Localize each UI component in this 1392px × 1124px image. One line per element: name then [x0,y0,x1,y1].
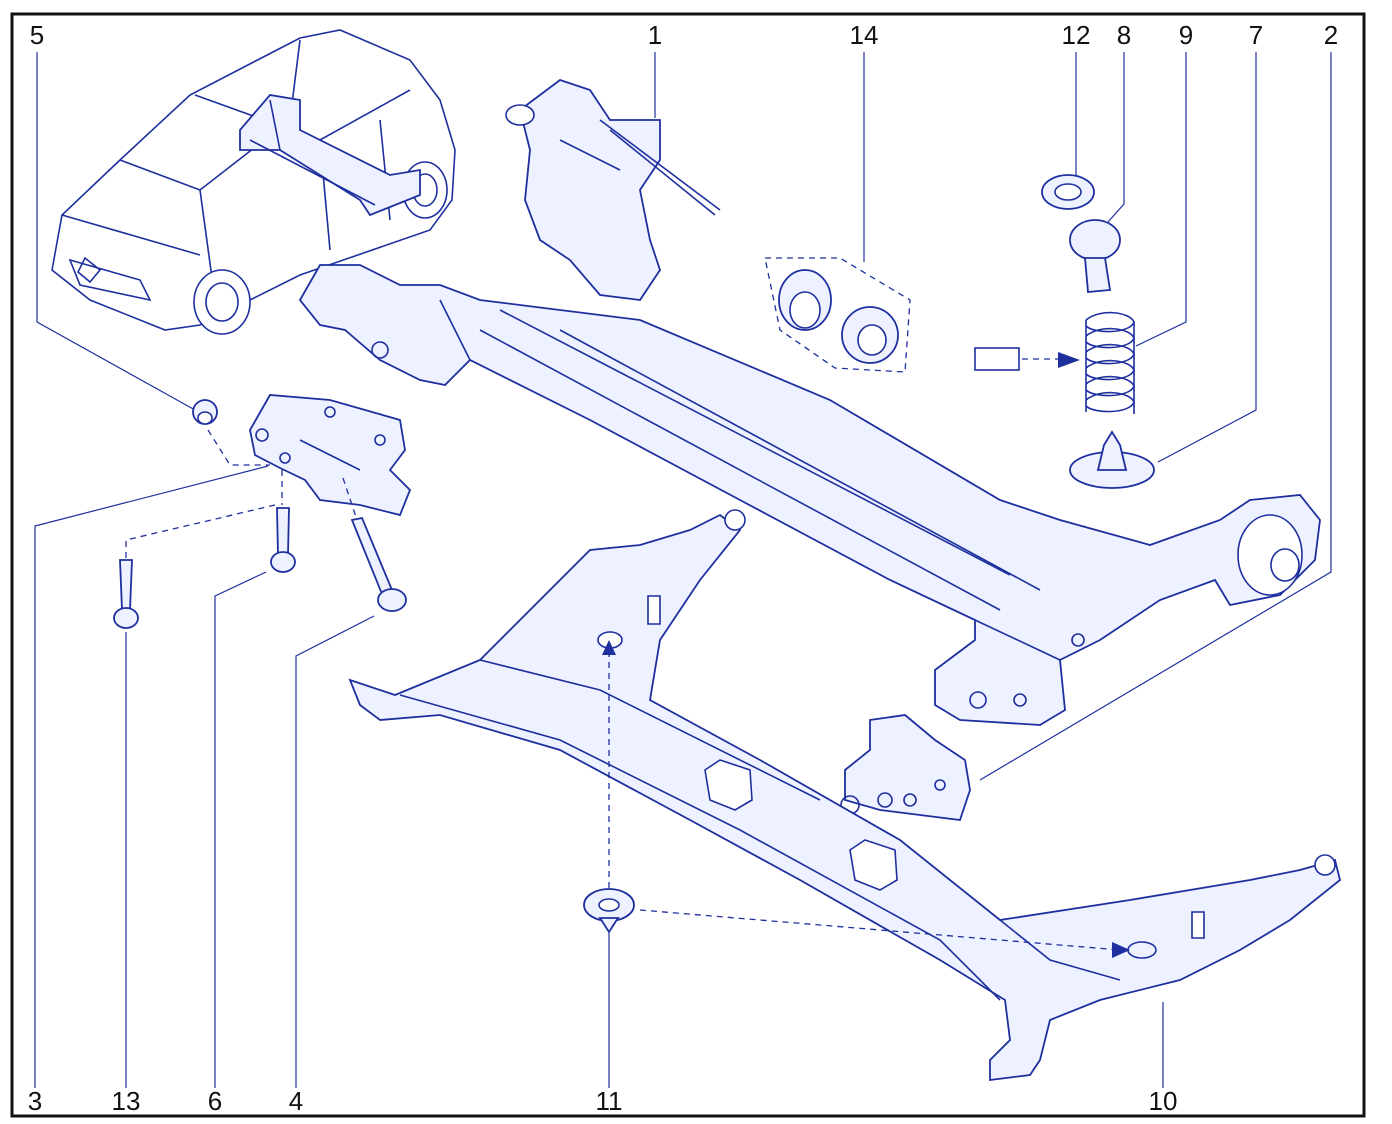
part-4-bolt [350,516,407,612]
part-13-bolt [113,559,139,629]
leader-9 [1135,52,1187,347]
leader-4 [295,615,375,1088]
leader-lines [34,52,1332,1088]
callout-5: 5 [30,20,44,50]
part-5-nut [192,399,218,425]
part-7-spring-seat [1069,430,1155,489]
part-2-bracket [840,714,971,821]
arrow-up-icon [602,640,616,655]
part-1-rear-axle [298,78,1321,726]
part-14-bushings [764,257,911,373]
callout-12: 12 [1062,20,1091,50]
part-10-subframe [348,509,1342,1082]
spring-stack [974,174,1155,489]
part-6-bolt [270,507,296,573]
callout-4: 4 [289,1086,303,1116]
part-9-coil-spring [1085,311,1135,414]
callout-9: 9 [1179,20,1193,50]
callout-10: 10 [1149,1086,1178,1116]
vehicle-illustration [51,29,456,335]
leader-2 [979,52,1332,781]
callout-13: 13 [112,1086,141,1116]
diagram-frame [10,12,1366,1118]
leader-7 [1157,52,1257,463]
part-11-plug [583,640,1130,958]
callout-7: 7 [1249,20,1263,50]
leader-5 [36,52,196,411]
arrow-right-icon [1112,942,1130,958]
callout-1: 1 [648,20,662,50]
callout-14: 14 [850,20,879,50]
callout-11: 11 [596,1086,623,1116]
leader-6 [214,571,267,1088]
callout-6: 6 [208,1086,222,1116]
leader-3 [34,465,269,1088]
leader-8 [1107,52,1125,223]
callout-3: 3 [28,1086,42,1116]
spring-paint-mark-icon [974,347,1020,371]
callout-8: 8 [1117,20,1131,50]
arrow-icon [1058,352,1080,368]
bracket-fasteners [113,394,412,629]
callout-2: 2 [1324,20,1338,50]
part-3-bracket [249,394,412,517]
part-8-bump-stop [1069,219,1121,293]
